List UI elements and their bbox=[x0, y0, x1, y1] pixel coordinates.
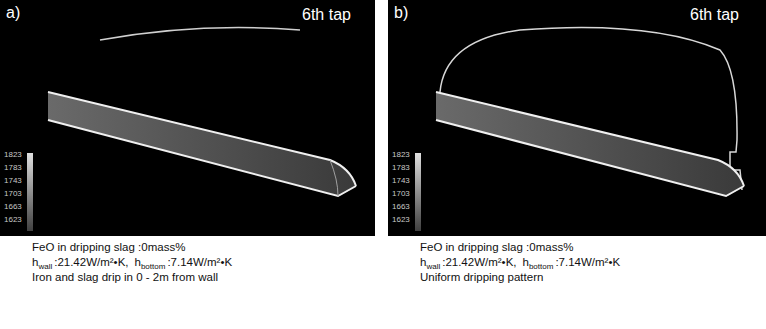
scale-value: 1743 bbox=[4, 176, 22, 185]
color-bar bbox=[27, 153, 33, 231]
scale-value: 1623 bbox=[392, 215, 410, 224]
cap-row: Iron and slag drip in 0 - 2m from wall bbox=[32, 270, 218, 284]
caption-text: h bbox=[420, 255, 426, 269]
caption-text: :21.42W/m²•K, bbox=[442, 255, 516, 269]
caption-text: h bbox=[523, 255, 529, 269]
panel-letter: a) bbox=[6, 4, 20, 22]
caption-text: h bbox=[135, 255, 141, 269]
scale-row: 1703 bbox=[4, 189, 22, 198]
scale-row: 1743 bbox=[392, 176, 410, 185]
scale-value: 1703 bbox=[392, 189, 410, 198]
scale-row: 1783 bbox=[4, 163, 22, 172]
scale-value: 1823 bbox=[392, 150, 410, 159]
cap-row: Uniform dripping pattern bbox=[420, 270, 543, 284]
scale-row: 1743 bbox=[4, 176, 22, 185]
tap-label: 6th tap bbox=[302, 6, 351, 24]
cap-row: hwall:21.42W/m²•K,hbottom:7.14W/m²•K bbox=[32, 255, 232, 271]
scale-row: 1623 bbox=[4, 215, 22, 224]
scale-value: 1703 bbox=[4, 189, 22, 198]
big-row: a) bbox=[6, 4, 20, 22]
caption-text: h bbox=[32, 255, 38, 269]
panel-ground bbox=[0, 0, 375, 236]
caption-text: FeO in dripping slag :0mass% bbox=[420, 240, 573, 254]
panel-ground bbox=[388, 0, 766, 236]
scale-value: 1783 bbox=[392, 163, 410, 172]
cap-row: FeO in dripping slag :0mass% bbox=[32, 240, 185, 254]
scale-value: 1623 bbox=[4, 215, 22, 224]
scale-value: 1663 bbox=[4, 202, 22, 211]
caption-text: :21.42W/m²•K, bbox=[54, 255, 128, 269]
scale-row: 1783 bbox=[392, 163, 410, 172]
caption-text: :7.14W/m²•K bbox=[167, 255, 232, 269]
caption-text: Iron and slag drip in 0 - 2m from wall bbox=[32, 270, 218, 284]
scale-value: 1743 bbox=[392, 176, 410, 185]
scale-value: 1823 bbox=[4, 150, 22, 159]
cap-row: FeO in dripping slag :0mass% bbox=[420, 240, 573, 254]
scale-row: 1703 bbox=[392, 189, 410, 198]
color-bar bbox=[415, 153, 421, 231]
caption-text: FeO in dripping slag :0mass% bbox=[32, 240, 185, 254]
panel-letter: b) bbox=[394, 4, 408, 22]
scale-row: 1823 bbox=[4, 150, 22, 159]
caption-text: :7.14W/m²•K bbox=[555, 255, 620, 269]
scale-row: 1623 bbox=[392, 215, 410, 224]
big-row: 6th tap bbox=[302, 6, 351, 24]
big-row: b) bbox=[394, 4, 408, 22]
scale-row: 1663 bbox=[392, 202, 410, 211]
scale-value: 1783 bbox=[4, 163, 22, 172]
cap-row: hwall:21.42W/m²•K,hbottom:7.14W/m²•K bbox=[420, 255, 620, 271]
scale-value: 1663 bbox=[392, 202, 410, 211]
tap-label: 6th tap bbox=[690, 6, 739, 24]
scale-row: 1823 bbox=[392, 150, 410, 159]
caption-text: Uniform dripping pattern bbox=[420, 270, 543, 284]
big-row: 6th tap bbox=[690, 6, 739, 24]
scale-row: 1663 bbox=[4, 202, 22, 211]
